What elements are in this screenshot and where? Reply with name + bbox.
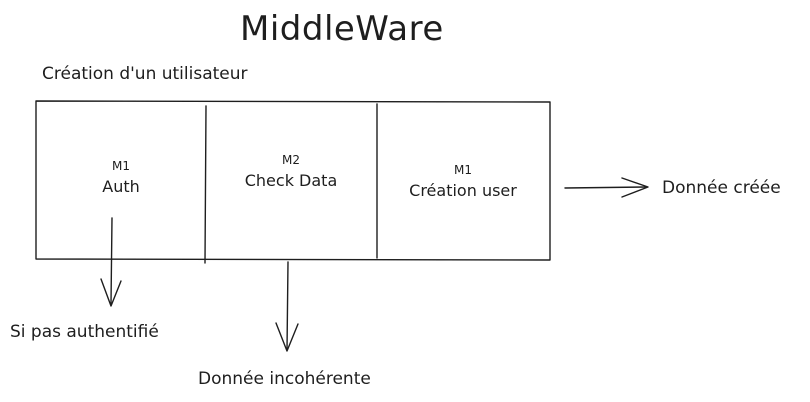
middleware-id: M1 [454,163,472,177]
middleware-name: Check Data [244,171,338,191]
middleware-auth: M1 Auth [36,158,206,199]
output-success-label: Donnée créée [662,178,781,198]
middleware-name: Création user [409,181,517,201]
output-auth-fail-label: Si pas authentifié [10,322,159,342]
middleware-create-user: M1 Création user [376,162,550,203]
arrow-data-fail [275,261,299,352]
middleware-check-data: M2 Check Data [206,152,376,193]
middleware-name: Auth [102,177,140,197]
divider-m1-m2 [204,105,207,264]
arrow-success [564,177,649,198]
middleware-id: M1 [112,159,130,173]
middleware-id: M2 [282,153,300,167]
diagram-title: MiddleWare [240,9,444,49]
arrow-auth-fail [100,217,122,307]
diagram-subtitle: Création d'un utilisateur [42,64,248,84]
pipeline-box [35,100,551,261]
output-data-fail-label: Donnée incohérente [198,369,371,389]
